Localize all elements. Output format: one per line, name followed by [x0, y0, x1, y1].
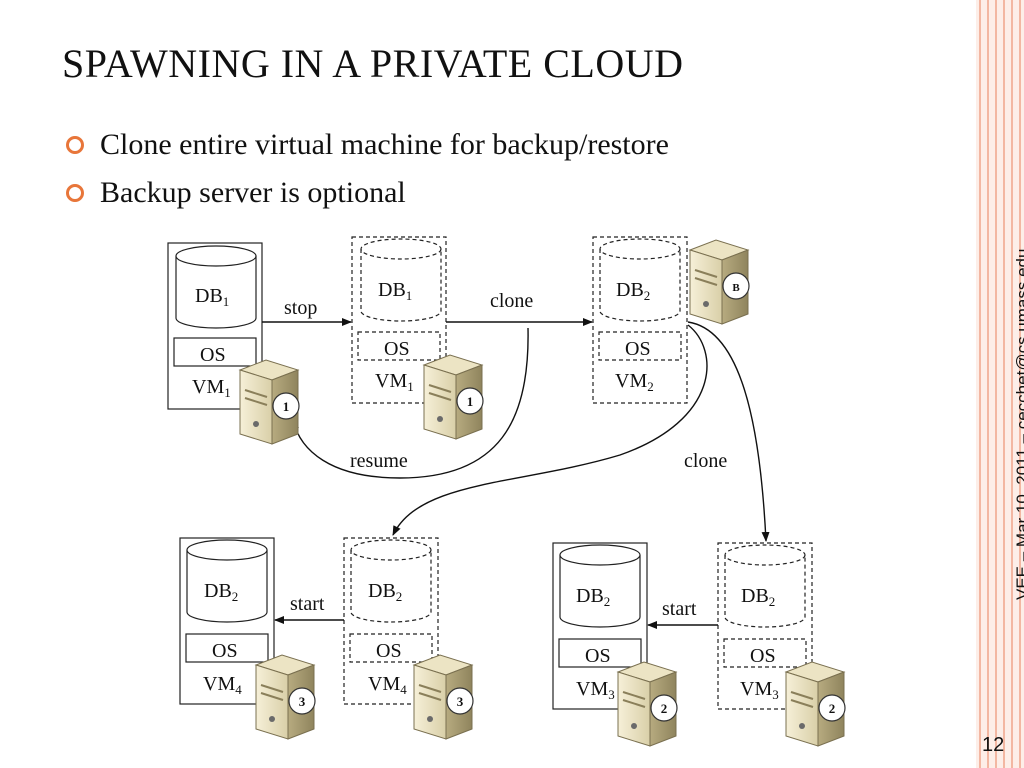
- vm-label: VM1: [192, 376, 231, 400]
- sidebar-footer-text: VEE – Mar 10, 2011 – cecchet@cs.umass.ed…: [1013, 248, 1024, 600]
- bullet-item: Clone entire virtual machine for backup/…: [62, 128, 669, 162]
- server-icon: 2: [785, 661, 846, 747]
- db-label: DB2: [616, 279, 650, 303]
- svg-text:2: 2: [829, 701, 836, 716]
- server-icon: 3: [413, 654, 474, 740]
- resume-arrow: [291, 327, 529, 479]
- vm1-box: DB1 OS VM1: [167, 242, 263, 410]
- clone-to-vm3-arrow: [687, 321, 770, 542]
- clone-to-vm4-arrow: [392, 324, 708, 536]
- vm2-box: DB2 OS VM2: [592, 236, 688, 404]
- server-icon: 1: [423, 354, 484, 440]
- os-label: OS: [200, 344, 226, 366]
- start-label-left: start: [290, 593, 325, 615]
- server-icon: 3: [255, 654, 316, 740]
- vm-label: VM3: [740, 678, 779, 702]
- svg-text:3: 3: [299, 694, 306, 709]
- clone-label-right: clone: [684, 450, 727, 472]
- os-label: OS: [376, 640, 402, 662]
- vm1-clone-box: DB1 OS VM1: [351, 236, 447, 404]
- vm4-clone-box: DB2 OS VM4: [343, 537, 439, 705]
- vm-label: VM4: [368, 673, 407, 697]
- backup-server-icon: B: [689, 239, 750, 325]
- bullet-text: Clone entire virtual machine for backup/…: [100, 128, 669, 161]
- os-label: OS: [384, 338, 410, 360]
- server-icon: 2: [617, 661, 678, 747]
- bullet-circle-icon: [66, 184, 84, 202]
- os-label: OS: [750, 645, 776, 667]
- stop-label: stop: [284, 297, 317, 319]
- db-label: DB2: [741, 585, 775, 609]
- decorative-side-stripe: [976, 0, 1024, 768]
- db-label: DB2: [368, 580, 402, 604]
- resume-label: resume: [350, 450, 408, 472]
- vm-label: VM1: [375, 370, 414, 394]
- server-icon: 1: [239, 359, 300, 445]
- svg-text:2: 2: [661, 701, 668, 716]
- vm3-clone-box: DB2 OS VM3: [717, 542, 813, 710]
- svg-text:1: 1: [283, 399, 290, 414]
- bullet-circle-icon: [66, 136, 84, 154]
- svg-text:3: 3: [457, 694, 464, 709]
- vm-label: VM4: [203, 673, 242, 697]
- svg-text:B: B: [732, 282, 740, 294]
- bullet-item: Backup server is optional: [62, 176, 406, 210]
- db-label: DB2: [204, 580, 238, 604]
- clone-label-top: clone: [490, 290, 533, 312]
- vm-spawning-diagram: DB1 OS VM1 DB1 OS VM1 DB2 OS VM2 DB2 OS …: [167, 236, 846, 747]
- db-label: DB2: [576, 585, 610, 609]
- vm-label: VM3: [576, 678, 615, 702]
- page-number: 12: [982, 734, 1005, 756]
- os-label: OS: [212, 640, 238, 662]
- db-label: DB1: [378, 279, 412, 303]
- slide-title: SPAWNING IN A PRIVATE CLOUD: [62, 41, 684, 86]
- os-label: OS: [585, 645, 611, 667]
- bullet-text: Backup server is optional: [100, 176, 406, 209]
- svg-text:1: 1: [467, 394, 474, 409]
- start-label-right: start: [662, 598, 697, 620]
- db-label: DB1: [195, 285, 229, 309]
- os-label: OS: [625, 338, 651, 360]
- vm-label: VM2: [615, 370, 654, 394]
